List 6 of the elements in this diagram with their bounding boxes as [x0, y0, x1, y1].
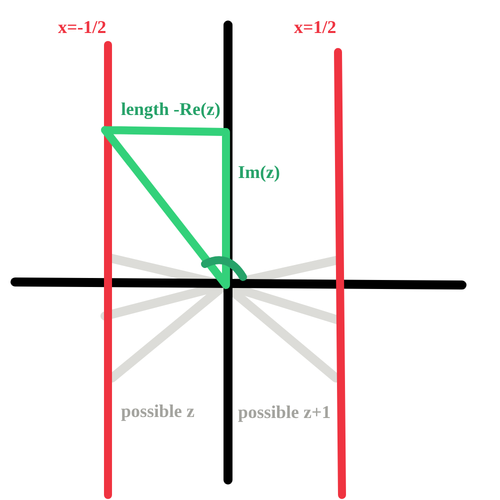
side-label: length -Re(z) — [120, 100, 222, 118]
region-label: possible z — [120, 402, 196, 420]
side-label: Im(z) — [237, 163, 281, 181]
region-label: possible z+1 — [237, 403, 332, 421]
axis-label: x=-1/2 — [57, 18, 108, 36]
axis-label: x=1/2 — [293, 18, 338, 36]
